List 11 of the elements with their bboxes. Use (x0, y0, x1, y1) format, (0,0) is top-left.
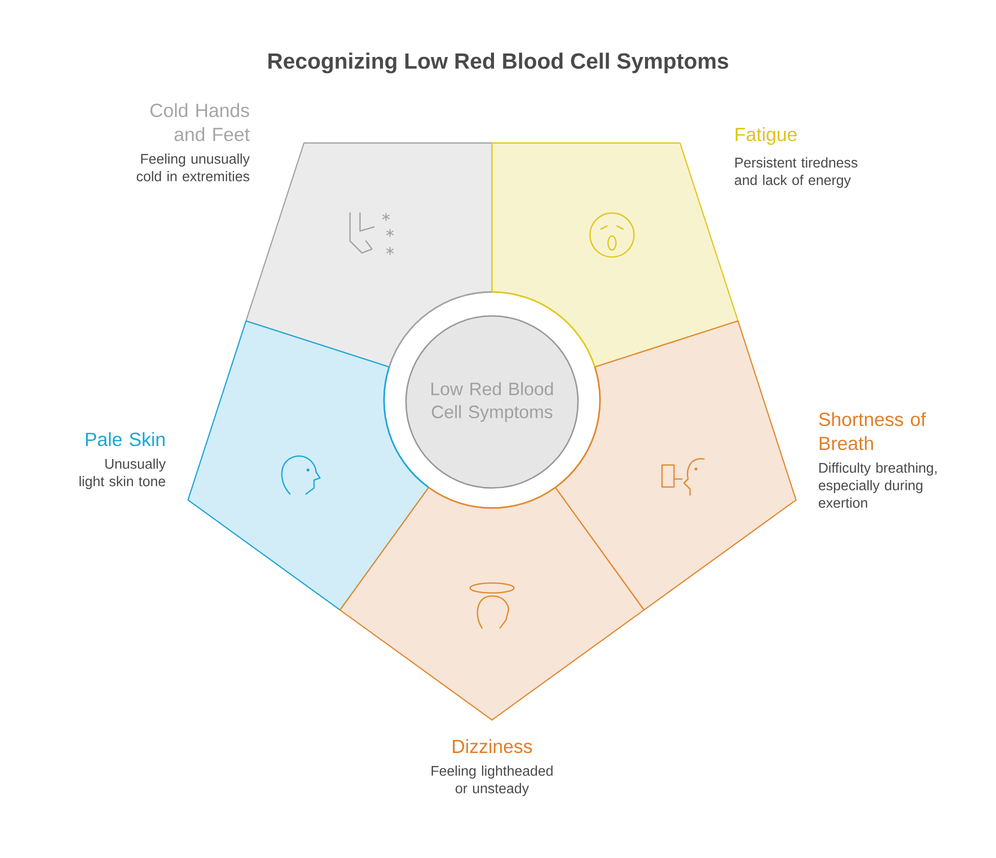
symptom-description: Feeling lightheaded or unsteady (432, 766, 553, 796)
symptom-description: Persistent tiredness and lack of energy (734, 157, 858, 188)
symptom-description: Unusually light skin tone (80, 458, 166, 490)
diagram-title: Recognizing Low Red Blood Cell Symptoms (268, 52, 728, 74)
symptom-title: Cold Hands and Feet (150, 103, 250, 142)
symptom-title: Shortness of Breath (819, 412, 926, 450)
symptom-description: Difficulty breathing, especially during exertion (818, 462, 936, 508)
symptom-title: Pale Skin (86, 432, 165, 446)
symptom-description: Feeling unusually cold in extremities (136, 154, 250, 182)
symptom-title: Fatigue (736, 127, 797, 145)
symptom-title: Dizziness (452, 739, 532, 754)
